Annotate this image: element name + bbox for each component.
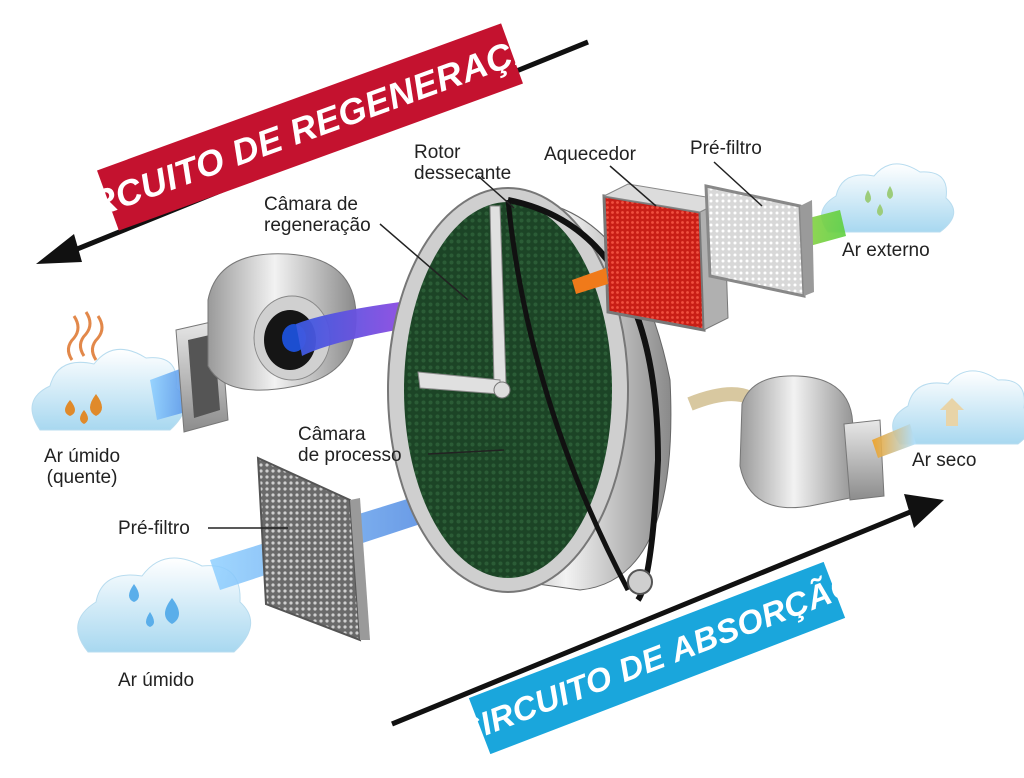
cloud-icon bbox=[892, 370, 1024, 445]
prefilter-left-label: Pré-filtro bbox=[118, 518, 190, 539]
outside-air-label: Ar externo bbox=[842, 240, 930, 261]
cloud-icon bbox=[77, 557, 252, 653]
humid-hot-air-label-line2: (quente) bbox=[46, 467, 118, 488]
leader-lines bbox=[208, 161, 763, 529]
rotor-label-line2: dessecante bbox=[414, 163, 512, 184]
humid-air-label: Ar úmido bbox=[118, 670, 195, 691]
dry-air-label: Ar seco bbox=[912, 450, 977, 471]
heater-label: Aquecedor bbox=[544, 144, 636, 165]
rotor-label: Rotor dessecante bbox=[414, 142, 511, 184]
absorption-direction-arrow bbox=[391, 494, 944, 727]
process-chamber-label-line2: de processo bbox=[298, 445, 402, 466]
humid-hot-air-label-line1: Ar úmido bbox=[44, 446, 121, 467]
regeneration-chamber-label-line1: Câmara de bbox=[264, 194, 358, 215]
regeneration-fan bbox=[175, 253, 357, 433]
desiccant-rotor bbox=[387, 187, 672, 602]
prefilter-top bbox=[704, 184, 814, 298]
regeneration-chamber-label: Câmara de regeneração bbox=[264, 194, 371, 236]
prefilter-top-label: Pré-filtro bbox=[690, 138, 762, 159]
humid-hot-air-label: Ar úmido (quente) bbox=[44, 446, 120, 488]
process-fan bbox=[687, 375, 885, 509]
rotor-label-line1: Rotor bbox=[414, 142, 461, 163]
prefilter-left bbox=[256, 456, 370, 642]
process-chamber-label-line1: Câmara bbox=[298, 424, 366, 445]
cloud-icon bbox=[31, 311, 186, 431]
process-chamber-label: Câmara de processo bbox=[298, 424, 402, 466]
cloud-icon bbox=[821, 163, 955, 233]
regeneration-chamber-label-line2: regeneração bbox=[264, 215, 371, 236]
